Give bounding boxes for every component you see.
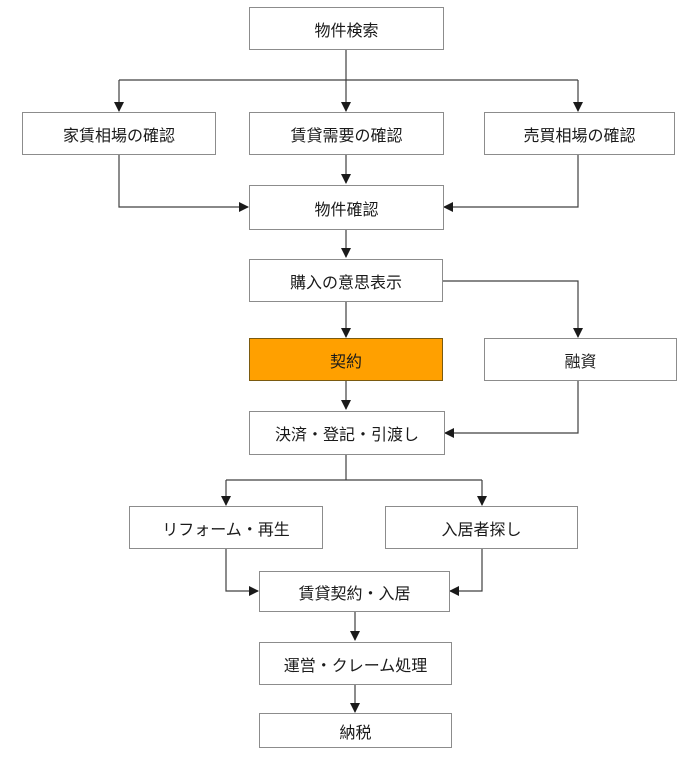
arrow-kounyu-to-yuushi [443, 280, 583, 338]
node-bukken-kakunin: 物件確認 [249, 185, 444, 230]
arrow-nyukyosha-to-chintai-keiyaku [449, 549, 483, 596]
node-reform: リフォーム・再生 [129, 506, 323, 549]
node-baibai-souba: 売買相場の確認 [484, 112, 675, 155]
node-unei: 運営・クレーム処理 [259, 642, 452, 685]
node-kessai: 決済・登記・引渡し [249, 411, 445, 455]
node-yachin-souba: 家賃相場の確認 [22, 112, 216, 155]
node-yuushi: 融資 [484, 338, 677, 381]
arrow-yuushi-to-kessai [444, 381, 579, 438]
node-nouzei: 納税 [259, 713, 452, 748]
node-chintai-juyou: 賃貸需要の確認 [249, 112, 444, 155]
node-keiyaku: 契約 [249, 338, 443, 381]
arrow-baibai-to-kakunin [443, 155, 579, 212]
node-chintai-keiyaku: 賃貸契約・入居 [259, 571, 450, 612]
node-bukken-kensaku: 物件検索 [249, 7, 444, 50]
arrow-yachin-to-kakunin [118, 155, 249, 212]
node-kounyu-ishi: 購入の意思表示 [249, 259, 443, 302]
arrow-reform-to-chintai-keiyaku [225, 549, 259, 596]
node-nyukyosha: 入居者探し [385, 506, 578, 549]
